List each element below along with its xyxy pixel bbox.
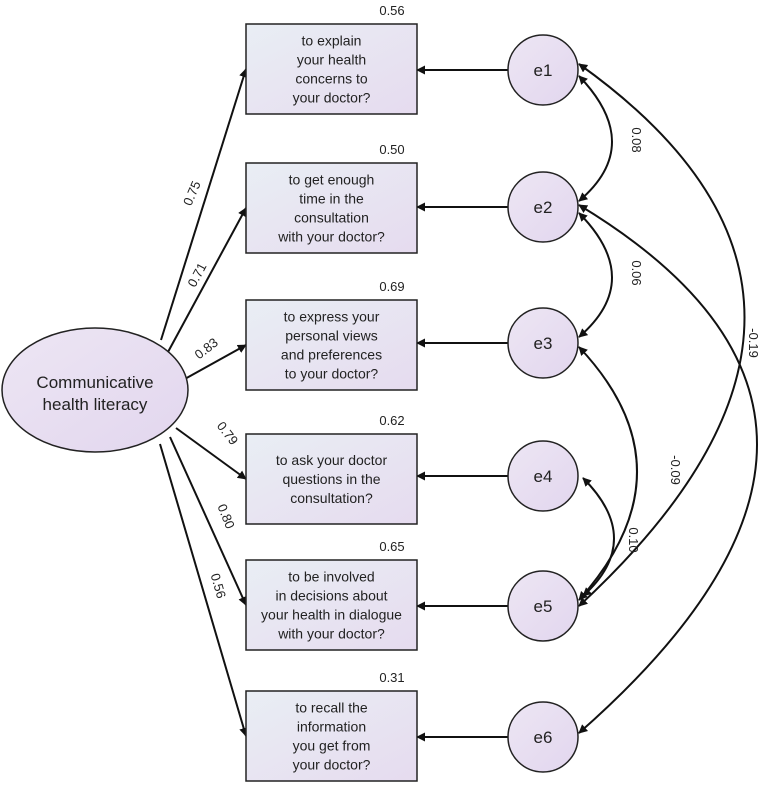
correlation-curve-e1-e5 — [578, 63, 746, 607]
indicator-box-5 — [245, 559, 418, 651]
r-squared-label: 0.65 — [379, 539, 404, 554]
loading-label: 0.80 — [214, 502, 237, 531]
indicator-text-line: you get from — [293, 738, 371, 754]
correlation-label: 0.10 — [626, 527, 641, 552]
indicator-text-line: concerns to — [295, 71, 368, 87]
r-squared-label: 0.62 — [379, 413, 404, 428]
loading-arrow — [182, 344, 247, 381]
loading-label: 0.56 — [208, 572, 229, 600]
error-label: e5 — [534, 597, 553, 616]
indicator-text-line: time in the — [299, 191, 364, 207]
indicator-text-line: consultation — [294, 210, 369, 226]
error-label: e6 — [534, 728, 553, 747]
error-term-e3 — [507, 307, 579, 379]
indicator-box-4 — [245, 433, 418, 525]
indicator-box-2 — [245, 162, 418, 254]
loading-arrow — [167, 207, 247, 353]
indicator-text-line: to recall the — [295, 700, 368, 716]
error-term-e5 — [507, 570, 579, 642]
correlation-label: -0.19 — [746, 328, 761, 358]
error-label: e4 — [534, 467, 553, 486]
indicator-text-line: your doctor? — [293, 90, 371, 106]
indicator-text-line: information — [297, 719, 366, 735]
indicator-text-line: to get enough — [289, 172, 375, 188]
error-label: e3 — [534, 334, 553, 353]
error-term-e4 — [507, 440, 579, 512]
correlation-curve-e2-e3 — [578, 212, 613, 338]
indicator-text-line: with your doctor? — [277, 626, 385, 642]
r-squared-label: 0.69 — [379, 279, 404, 294]
error-label: e2 — [534, 198, 553, 217]
latent-construct — [1, 327, 189, 453]
correlation-label: -0.09 — [668, 455, 683, 485]
error-term-e1 — [507, 34, 579, 106]
indicator-text-line: your doctor? — [293, 757, 371, 773]
indicator-box-3 — [245, 299, 418, 391]
correlation-curve-e2-e6 — [578, 204, 758, 734]
indicator-box-6 — [245, 690, 418, 782]
indicator-text-line: to your doctor? — [285, 366, 379, 382]
correlation-label: 0.08 — [629, 127, 644, 152]
correlation-curve-e1-e2 — [578, 75, 613, 202]
indicator-text-line: your health in dialogue — [261, 607, 402, 623]
loading-label: 0.71 — [184, 260, 209, 289]
loading-arrow — [159, 443, 249, 737]
latent-label-line: Communicative — [36, 373, 153, 392]
r-squared-label: 0.50 — [379, 142, 404, 157]
loading-arrow — [160, 68, 248, 341]
error-label: e1 — [534, 61, 553, 80]
loading-arrow — [169, 436, 247, 606]
loading-label: 0.75 — [180, 179, 204, 208]
indicator-text-line: in decisions about — [275, 588, 387, 604]
indicator-text-line: questions in the — [282, 471, 380, 487]
indicator-text-line: your health — [297, 52, 366, 68]
error-term-e6 — [507, 701, 579, 773]
correlation-curve-e3-e5 — [578, 346, 638, 601]
latent-label-line: health literacy — [43, 395, 148, 414]
correlation-label: 0.06 — [629, 260, 644, 285]
indicator-text-line: to be involved — [288, 569, 374, 585]
indicator-text-line: to express your — [284, 309, 380, 325]
loading-label: 0.83 — [192, 335, 221, 362]
indicator-text-line: to ask your doctor — [276, 452, 388, 468]
indicator-text-line: with your doctor? — [277, 229, 385, 245]
indicator-text-line: personal views — [285, 328, 378, 344]
r-squared-label: 0.56 — [379, 3, 404, 18]
indicator-box-1 — [245, 23, 418, 115]
correlation-curve-e4-e5 — [582, 477, 615, 597]
r-squared-label: 0.31 — [379, 670, 404, 685]
indicator-text-line: and preferences — [281, 347, 382, 363]
indicator-text-line: consultation? — [290, 490, 373, 506]
loading-arrow — [175, 427, 247, 480]
indicator-text-line: to explain — [302, 33, 362, 49]
loading-label: 0.79 — [214, 419, 241, 448]
error-term-e2 — [507, 171, 579, 243]
